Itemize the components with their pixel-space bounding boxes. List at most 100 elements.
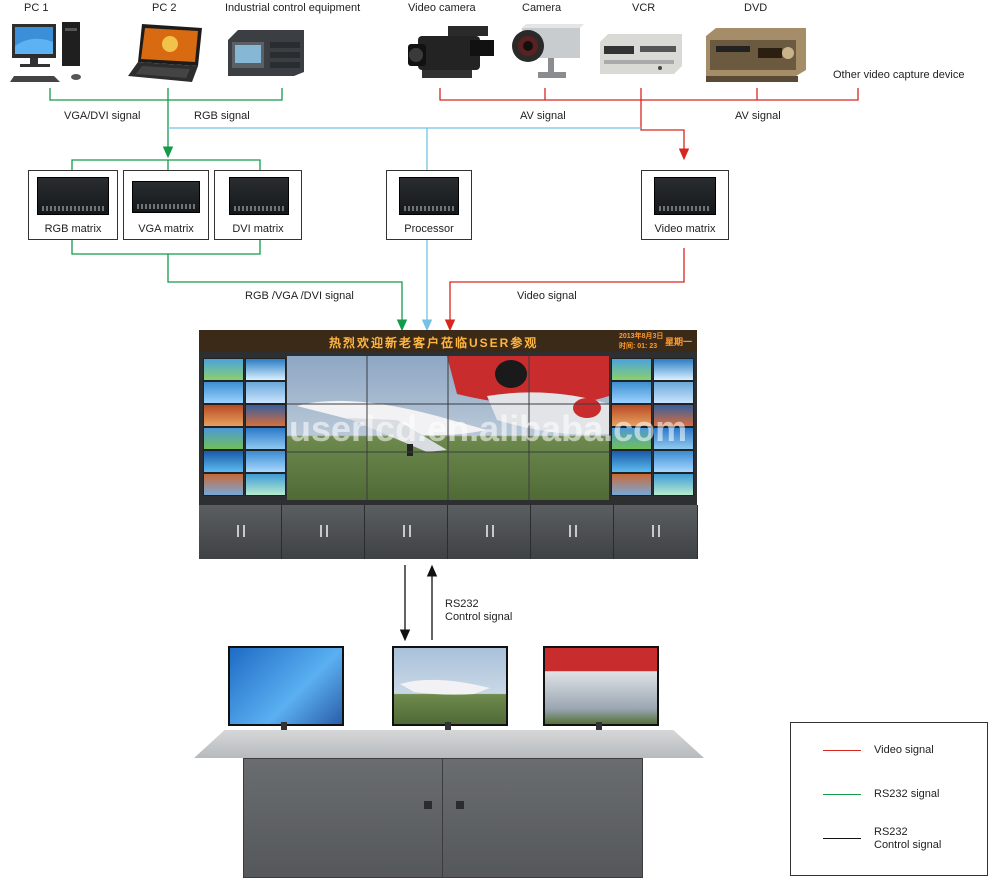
wall-cabinet bbox=[448, 505, 531, 559]
tile-thumbnail bbox=[245, 450, 286, 473]
ticker-weekday: 星期一 bbox=[665, 337, 693, 347]
video-matrix-box: Video matrix bbox=[641, 170, 729, 240]
ticker-text: 热烈欢迎新老客户莅临USER参观 bbox=[329, 336, 539, 350]
legend-rs232-swatch bbox=[823, 794, 861, 795]
camera-label: Camera bbox=[522, 2, 562, 14]
dvd-player-icon bbox=[706, 26, 806, 82]
monitor-stand bbox=[281, 722, 287, 734]
legend-rs232-label: RS232 signal bbox=[874, 788, 940, 800]
cabinet-handle bbox=[424, 801, 432, 809]
tile-thumbnail bbox=[653, 404, 694, 427]
pc2-label: PC 2 bbox=[152, 2, 177, 14]
dvi-matrix-label: DVI matrix bbox=[232, 223, 284, 235]
cabinet-handle bbox=[456, 801, 464, 809]
tile-thumbnail bbox=[611, 450, 652, 473]
video-matrix-device-icon bbox=[654, 177, 716, 215]
tile-thumbnail bbox=[611, 381, 652, 404]
legend-video-swatch bbox=[823, 750, 861, 751]
monitor-stand bbox=[445, 722, 451, 734]
rgb-matrix-label: RGB matrix bbox=[44, 223, 102, 235]
tile-thumbnail bbox=[611, 427, 652, 450]
console-monitor-center bbox=[392, 646, 508, 726]
vga-dvi-signal-label: VGA/DVI signal bbox=[64, 110, 141, 122]
pc2-laptop-icon bbox=[128, 22, 206, 84]
airplane-illustration bbox=[400, 679, 490, 695]
rs232-label: RS232 bbox=[445, 598, 479, 610]
monitor-stand bbox=[596, 722, 602, 734]
ticker-date: 2013年8月3日 bbox=[619, 333, 664, 340]
dvd-label: DVD bbox=[744, 2, 768, 14]
tile-thumbnail bbox=[203, 450, 244, 473]
pc1-icon bbox=[10, 20, 88, 82]
vcr-icon bbox=[600, 32, 682, 76]
av-signal-label-left: AV signal bbox=[520, 110, 566, 122]
processor-box: Processor bbox=[386, 170, 472, 240]
rgb-matrix-box: RGB matrix bbox=[28, 170, 118, 240]
watermark: userlcd.en.alibaba.com bbox=[289, 408, 688, 449]
green-source-bus bbox=[49, 88, 408, 332]
tile-thumbnail bbox=[245, 473, 286, 496]
video-wall: 热烈欢迎新老客户莅临USER参观 2013年8月3日 时间: 01: 23 星期… bbox=[199, 330, 698, 559]
tile-thumbnail bbox=[653, 450, 694, 473]
rs232-control-arrows bbox=[399, 564, 438, 642]
airplane-illustration bbox=[287, 356, 609, 500]
wall-cabinet bbox=[531, 505, 614, 559]
video-camera-icon bbox=[408, 22, 498, 82]
red-av-bus bbox=[439, 88, 859, 332]
center-display-airplane bbox=[287, 356, 609, 500]
other-device-label: Other video capture device bbox=[833, 69, 965, 81]
legend-control-label-1: RS232 bbox=[874, 826, 908, 838]
dvi-matrix-device-icon bbox=[229, 177, 289, 215]
industrial-label: Industrial control equipment bbox=[225, 2, 361, 14]
tile-thumbnail bbox=[245, 358, 286, 381]
tile-thumbnail bbox=[653, 358, 694, 381]
video-matrix-label: Video matrix bbox=[654, 223, 716, 235]
processor-device-icon bbox=[399, 177, 459, 215]
legend-video-label: Video signal bbox=[874, 744, 934, 756]
right-tile-grid bbox=[611, 358, 695, 500]
wall-cabinet bbox=[199, 505, 282, 559]
wall-cabinet bbox=[365, 505, 448, 559]
console-monitor-left bbox=[228, 646, 344, 726]
signal-legend: Video signal RS232 signal RS232 Control … bbox=[790, 722, 988, 876]
rgb-vga-dvi-signal-label: RGB /VGA /DVI signal bbox=[245, 290, 354, 302]
rgb-signal-label: RGB signal bbox=[194, 110, 250, 122]
tile-thumbnail bbox=[203, 358, 244, 381]
led-ticker: 热烈欢迎新老客户莅临USER参观 2013年8月3日 时间: 01: 23 星期… bbox=[199, 330, 697, 352]
video-camera-label: Video camera bbox=[408, 2, 476, 14]
av-signal-label-right: AV signal bbox=[735, 110, 781, 122]
security-camera-icon bbox=[504, 22, 584, 84]
blue-processor-line bbox=[168, 127, 641, 332]
legend-control-label-2: Control signal bbox=[874, 839, 942, 851]
tile-thumbnail bbox=[203, 381, 244, 404]
tile-thumbnail bbox=[653, 381, 694, 404]
console-desk-cabinet bbox=[243, 758, 643, 878]
tile-thumbnail bbox=[245, 404, 286, 427]
legend-control-swatch bbox=[823, 838, 861, 839]
vga-matrix-label: VGA matrix bbox=[138, 223, 194, 235]
tile-thumbnail bbox=[203, 404, 244, 427]
tile-thumbnail bbox=[653, 473, 694, 496]
vcr-label: VCR bbox=[632, 2, 656, 14]
video-signal-label: Video signal bbox=[517, 290, 577, 302]
wall-cabinet bbox=[282, 505, 365, 559]
vga-matrix-box: VGA matrix bbox=[123, 170, 209, 240]
tile-thumbnail bbox=[203, 473, 244, 496]
processor-label: Processor bbox=[404, 223, 454, 235]
tile-thumbnail bbox=[245, 381, 286, 404]
tile-thumbnail bbox=[611, 404, 652, 427]
tile-thumbnail bbox=[611, 473, 652, 496]
ticker-time: 时间: 01: 23 bbox=[619, 343, 658, 350]
vga-matrix-device-icon bbox=[132, 181, 200, 213]
console-desk-top bbox=[194, 730, 704, 758]
wall-cabinet bbox=[614, 505, 698, 559]
tile-thumbnail bbox=[611, 358, 652, 381]
tile-thumbnail bbox=[245, 427, 286, 450]
pc1-label: PC 1 bbox=[24, 2, 49, 14]
console-monitor-right bbox=[543, 646, 659, 726]
tile-thumbnail bbox=[653, 427, 694, 450]
dvi-matrix-box: DVI matrix bbox=[214, 170, 302, 240]
control-signal-label: Control signal bbox=[445, 611, 513, 623]
left-tile-grid bbox=[203, 358, 287, 500]
